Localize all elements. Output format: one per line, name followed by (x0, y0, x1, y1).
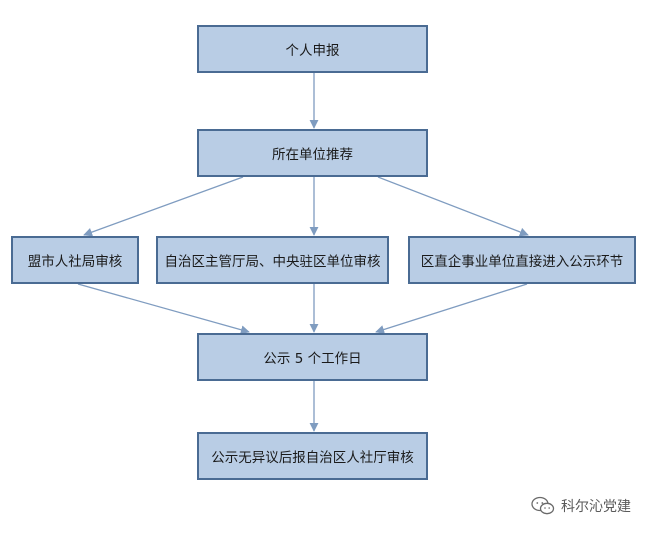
node-label: 所在单位推荐 (272, 147, 353, 163)
node-league-city-review: 盟市人社局审核 (11, 236, 139, 284)
node-label: 自治区主管厅局、中央驻区单位审核 (164, 254, 381, 270)
node-label: 个人申报 (285, 43, 340, 59)
node-final-review: 公示无异议后报自治区人社厅审核 (197, 432, 428, 480)
node-enterprise-direct-publicity: 区直企事业单位直接进入公示环节 (408, 236, 636, 284)
arrow-enterprise-to-publicity (375, 283, 528, 334)
node-unit-recommendation: 所在单位推荐 (197, 129, 428, 177)
watermark-text: 科尔沁党建 (561, 499, 631, 515)
node-regional-bureau-review: 自治区主管厅局、中央驻区单位审核 (156, 236, 389, 284)
arrow-league-to-publicity (77, 283, 250, 335)
wechat-icon (531, 496, 555, 515)
node-label: 公示 5 个工作日 (263, 351, 362, 367)
node-label: 盟市人社局审核 (27, 254, 123, 270)
node-personal-application: 个人申报 (197, 25, 428, 73)
node-publicity-period: 公示 5 个工作日 (197, 333, 428, 381)
node-label: 区直企事业单位直接进入公示环节 (420, 254, 624, 270)
arrow-recommend-to-enterprise (377, 176, 529, 237)
arrow-recommend-to-league (83, 176, 244, 237)
node-label: 公示无异议后报自治区人社厅审核 (211, 450, 414, 466)
watermark: 科尔沁党建 (531, 496, 631, 516)
